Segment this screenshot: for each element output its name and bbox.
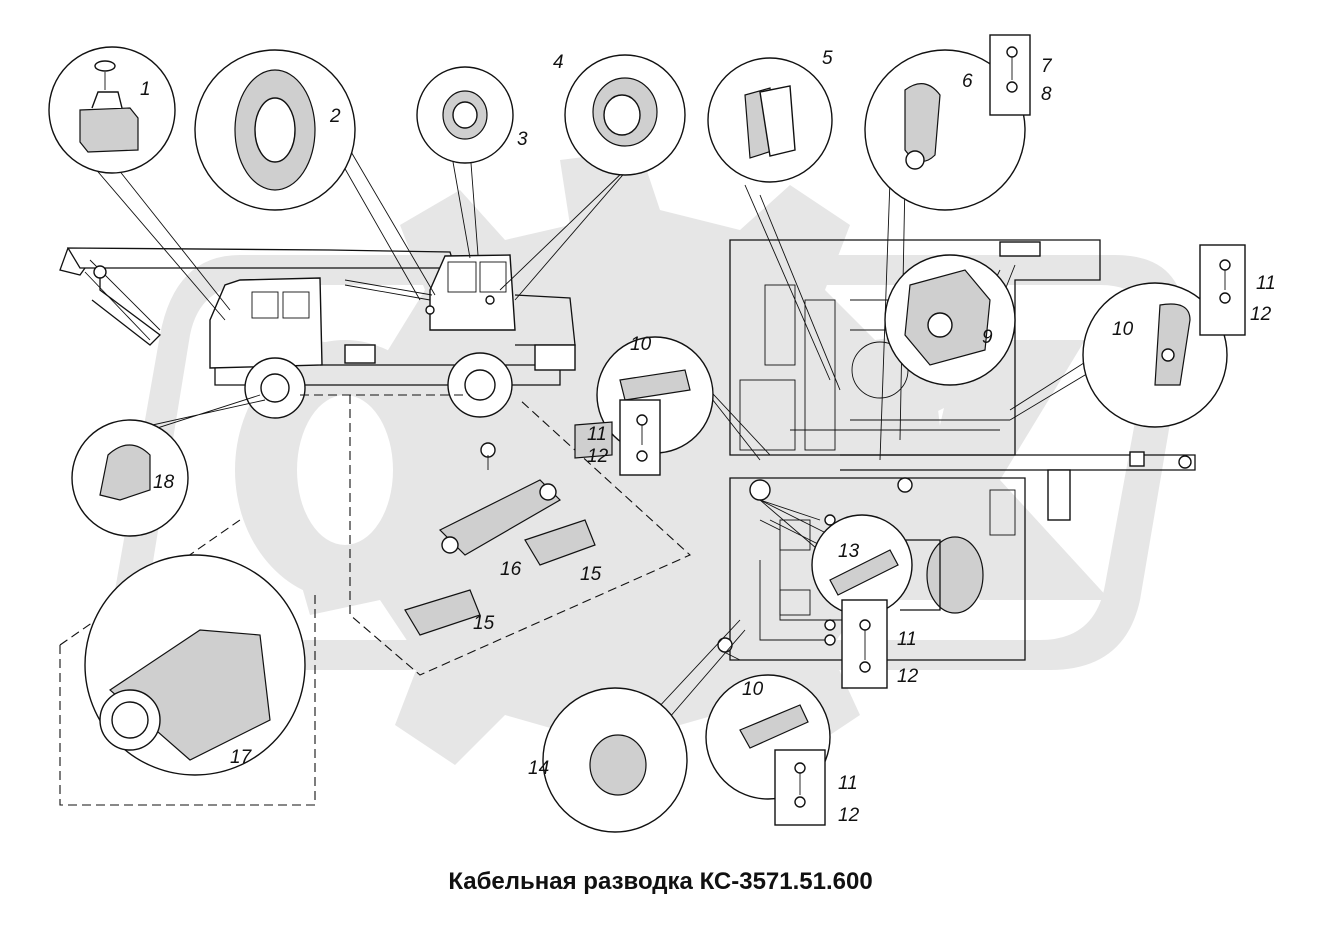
callout-14: 14 [528, 758, 549, 779]
detail-box-11-12-bottom [774, 749, 826, 826]
callout-11c: 11 [897, 629, 917, 650]
detail-box-7-8 [989, 34, 1031, 116]
detail-circle-6 [864, 49, 1026, 211]
detail-box-11-12-lower [841, 599, 888, 689]
detail-circle-17 [84, 554, 306, 776]
dashed-outlines [59, 394, 691, 806]
callout-7: 7 [1041, 56, 1053, 77]
detail-16-bracket [438, 442, 561, 556]
callout-11b: 11 [587, 424, 607, 445]
callout-4: 4 [553, 52, 564, 73]
diagram-title: Кабельная разводка КС-3571.51.600 [448, 868, 873, 895]
callout-3: 3 [517, 129, 528, 150]
callout-11a: 11 [1256, 273, 1276, 294]
callout-12c: 12 [897, 666, 919, 687]
callout-12d: 12 [838, 805, 860, 826]
callout-labels: 1 2 3 4 5 6 7 8 9 10 11 12 10 11 12 18 1… [140, 48, 1276, 826]
detail-circle-1 [48, 46, 176, 174]
callout-6: 6 [962, 71, 973, 92]
detail-circle-9 [884, 254, 1016, 386]
detail-circle-18 [71, 419, 189, 537]
callout-18: 18 [153, 472, 175, 493]
callout-8: 8 [1041, 84, 1052, 105]
crane-top-view [717, 239, 1196, 661]
detail-15-clips [404, 519, 596, 636]
callout-1: 1 [140, 79, 151, 100]
detail-circle-4 [564, 54, 686, 176]
callout-13: 13 [838, 541, 860, 562]
detail-circle-3 [416, 66, 514, 164]
detail-circle-10-mid [574, 336, 714, 476]
detail-circle-14 [542, 687, 688, 833]
callout-10b: 10 [630, 334, 652, 355]
callout-15a: 15 [580, 564, 602, 585]
callout-12a: 12 [1250, 304, 1272, 325]
crane-side-view [59, 247, 576, 419]
detail-circle-2 [194, 49, 356, 211]
callout-2: 2 [329, 106, 341, 127]
callout-10a: 10 [1112, 319, 1134, 340]
callout-15b: 15 [473, 613, 495, 634]
callout-11d: 11 [838, 773, 858, 794]
callout-5: 5 [822, 48, 833, 69]
callout-10c: 10 [742, 679, 764, 700]
detail-circle-5 [707, 57, 833, 183]
detail-box-11-12-right [1199, 244, 1246, 336]
callout-9: 9 [982, 327, 993, 348]
callout-12b: 12 [587, 446, 609, 467]
callout-16: 16 [500, 559, 522, 580]
callout-17: 17 [230, 747, 253, 768]
detail-circle-10-right [1082, 282, 1228, 428]
